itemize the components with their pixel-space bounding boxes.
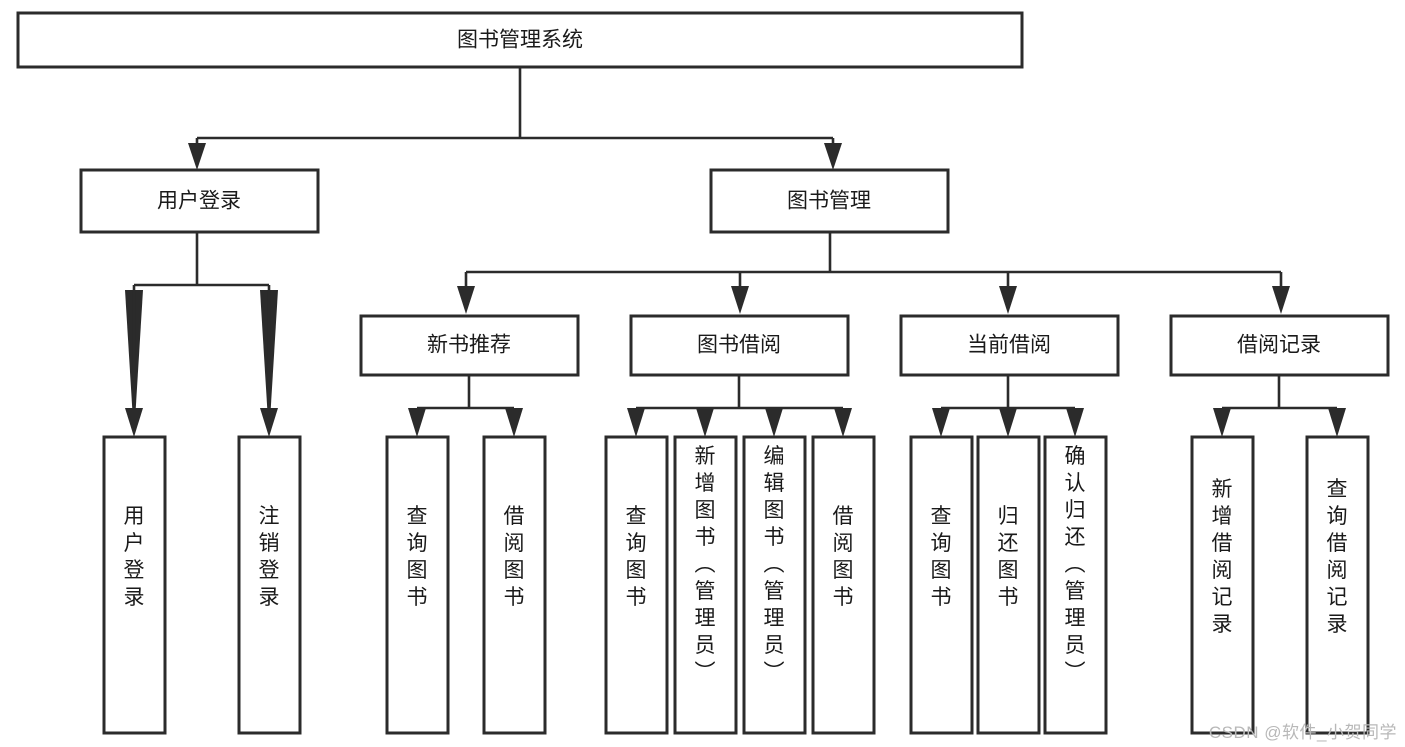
node-leaf-edit-book-label: 编辑图书︵管理员︶ [764, 445, 785, 684]
node-leaf-confirm-return-box[interactable] [1043, 435, 1108, 735]
node-root-box[interactable] [16, 11, 1024, 69]
arrowhead-to-user-login [188, 143, 206, 170]
arrowhead-leaf-add-record [1213, 408, 1231, 437]
node-leaf-return-book-box[interactable] [976, 435, 1041, 735]
node-user-login-box[interactable] [79, 168, 320, 234]
node-leaf-add-book-label: 新增图书︵管理员︶ [695, 445, 716, 684]
node-borrow-record-label: 借阅记录 [1237, 334, 1321, 357]
node-user-login-label: 用户登录 [157, 190, 241, 213]
node-leaf-borrow-book-1[interactable]: 借阅图书 [482, 435, 547, 735]
node-book-manage[interactable]: 图书管理 [709, 168, 950, 234]
node-leaf-query-book-2[interactable]: 查询图书 [604, 435, 669, 735]
node-leaf-add-record-label: 新增借阅记录 [1212, 478, 1233, 636]
node-leaf-query-book-1[interactable]: 查询图书 [385, 435, 450, 735]
node-leaf-user-login[interactable]: 用户登录 [102, 435, 167, 735]
node-book-manage-label: 图书管理 [787, 190, 871, 213]
arrowhead-leaf-borrow-book-2 [834, 408, 852, 437]
arrowhead-leaf-add-book [696, 408, 714, 437]
node-leaf-return-book[interactable]: 归还图书 [976, 435, 1041, 735]
node-book-borrow-box[interactable] [629, 314, 850, 377]
arrowhead-to-book-borrow [731, 286, 749, 314]
arrowhead-to-book-manage [824, 143, 842, 170]
node-leaf-edit-book-box[interactable] [742, 435, 807, 735]
node-leaf-borrow-book-2[interactable]: 借阅图书 [811, 435, 876, 735]
arrowhead-leaf-confirm-return [1066, 408, 1084, 437]
arrowhead-leaf-borrow-book-1 [505, 408, 523, 437]
node-leaf-add-book[interactable]: 新增图书︵管理员︶ [673, 435, 738, 735]
node-leaf-logout-label: 注销登录 [259, 505, 280, 609]
node-leaf-add-record[interactable]: 新增借阅记录 [1190, 435, 1255, 735]
node-root[interactable]: 图书管理系统 [16, 11, 1024, 69]
node-leaf-query-record-label: 查询借阅记录 [1327, 478, 1348, 636]
node-leaf-borrow-book-1-box[interactable] [482, 435, 547, 735]
node-root-label: 图书管理系统 [457, 29, 583, 52]
arrowhead-leaf-return-book [999, 408, 1017, 437]
node-current-borrow-label: 当前借阅 [967, 334, 1051, 357]
node-leaf-confirm-return[interactable]: 确认归还︵管理员︶ [1043, 435, 1108, 735]
node-leaf-borrow-book-2-label: 借阅图书 [833, 505, 854, 609]
node-borrow-record-box[interactable] [1169, 314, 1390, 377]
arrowhead-leaf-query-book-1 [408, 408, 426, 437]
node-leaf-query-book-3[interactable]: 查询图书 [909, 435, 974, 735]
node-leaf-query-book-1-box[interactable] [385, 435, 450, 735]
node-new-book-rec-label: 新书推荐 [427, 334, 511, 357]
arrowhead-to-new-book-rec [457, 286, 475, 314]
arrowhead-leaf-query-book-2 [627, 408, 645, 437]
node-leaf-borrow-book-2-box[interactable] [811, 435, 876, 735]
node-leaf-logout[interactable]: 注销登录 [237, 435, 302, 735]
connector-group-user-login [125, 232, 278, 437]
node-leaf-confirm-return-label: 确认归还︵管理员︶ [1065, 445, 1086, 684]
node-leaf-query-record-box[interactable] [1305, 435, 1370, 735]
arrowhead-leaf-query-record [1328, 408, 1346, 437]
node-book-borrow-label: 图书借阅 [697, 334, 781, 357]
node-book-borrow[interactable]: 图书借阅 [629, 314, 850, 377]
arrowhead-leaf-logout [260, 408, 278, 437]
node-leaf-add-record-box[interactable] [1190, 435, 1255, 735]
node-leaf-query-book-2-label: 查询图书 [626, 505, 647, 609]
node-leaf-user-login-label: 用户登录 [124, 505, 145, 609]
node-new-book-rec[interactable]: 新书推荐 [359, 314, 580, 377]
node-leaf-query-book-1-label: 查询图书 [407, 505, 428, 609]
connector-group-book-borrow [627, 375, 852, 437]
node-leaf-query-record[interactable]: 查询借阅记录 [1305, 435, 1370, 735]
connector-group-book-manage [457, 232, 1290, 314]
arrowhead-to-borrow-record [1272, 286, 1290, 314]
arrowhead-to-current-borrow [999, 286, 1017, 314]
node-leaf-query-book-2-box[interactable] [604, 435, 669, 735]
node-leaf-query-book-3-box[interactable] [909, 435, 974, 735]
node-user-login[interactable]: 用户登录 [79, 168, 320, 234]
node-current-borrow[interactable]: 当前借阅 [899, 314, 1120, 377]
connector-group-new-book-rec [408, 375, 523, 437]
node-borrow-record[interactable]: 借阅记录 [1169, 314, 1390, 377]
node-current-borrow-box[interactable] [899, 314, 1120, 377]
connector-group-borrow-record [1213, 375, 1346, 437]
connector-group-root [188, 67, 842, 170]
node-new-book-rec-box[interactable] [359, 314, 580, 377]
arrowhead-leaf-user-login [125, 408, 143, 437]
node-leaf-user-login-box[interactable] [102, 435, 167, 735]
node-leaf-logout-box[interactable] [237, 435, 302, 735]
node-leaf-edit-book[interactable]: 编辑图书︵管理员︶ [742, 435, 807, 735]
connector-group-current-borrow [932, 375, 1084, 437]
node-book-manage-box[interactable] [709, 168, 950, 234]
node-leaf-borrow-book-1-label: 借阅图书 [504, 505, 525, 609]
node-leaf-query-book-3-label: 查询图书 [931, 505, 952, 609]
node-leaf-add-book-box[interactable] [673, 435, 738, 735]
node-leaf-return-book-label: 归还图书 [998, 505, 1019, 609]
arrowhead-leaf-query-book-3 [932, 408, 950, 437]
arrowhead-leaf-edit-book [765, 408, 783, 437]
